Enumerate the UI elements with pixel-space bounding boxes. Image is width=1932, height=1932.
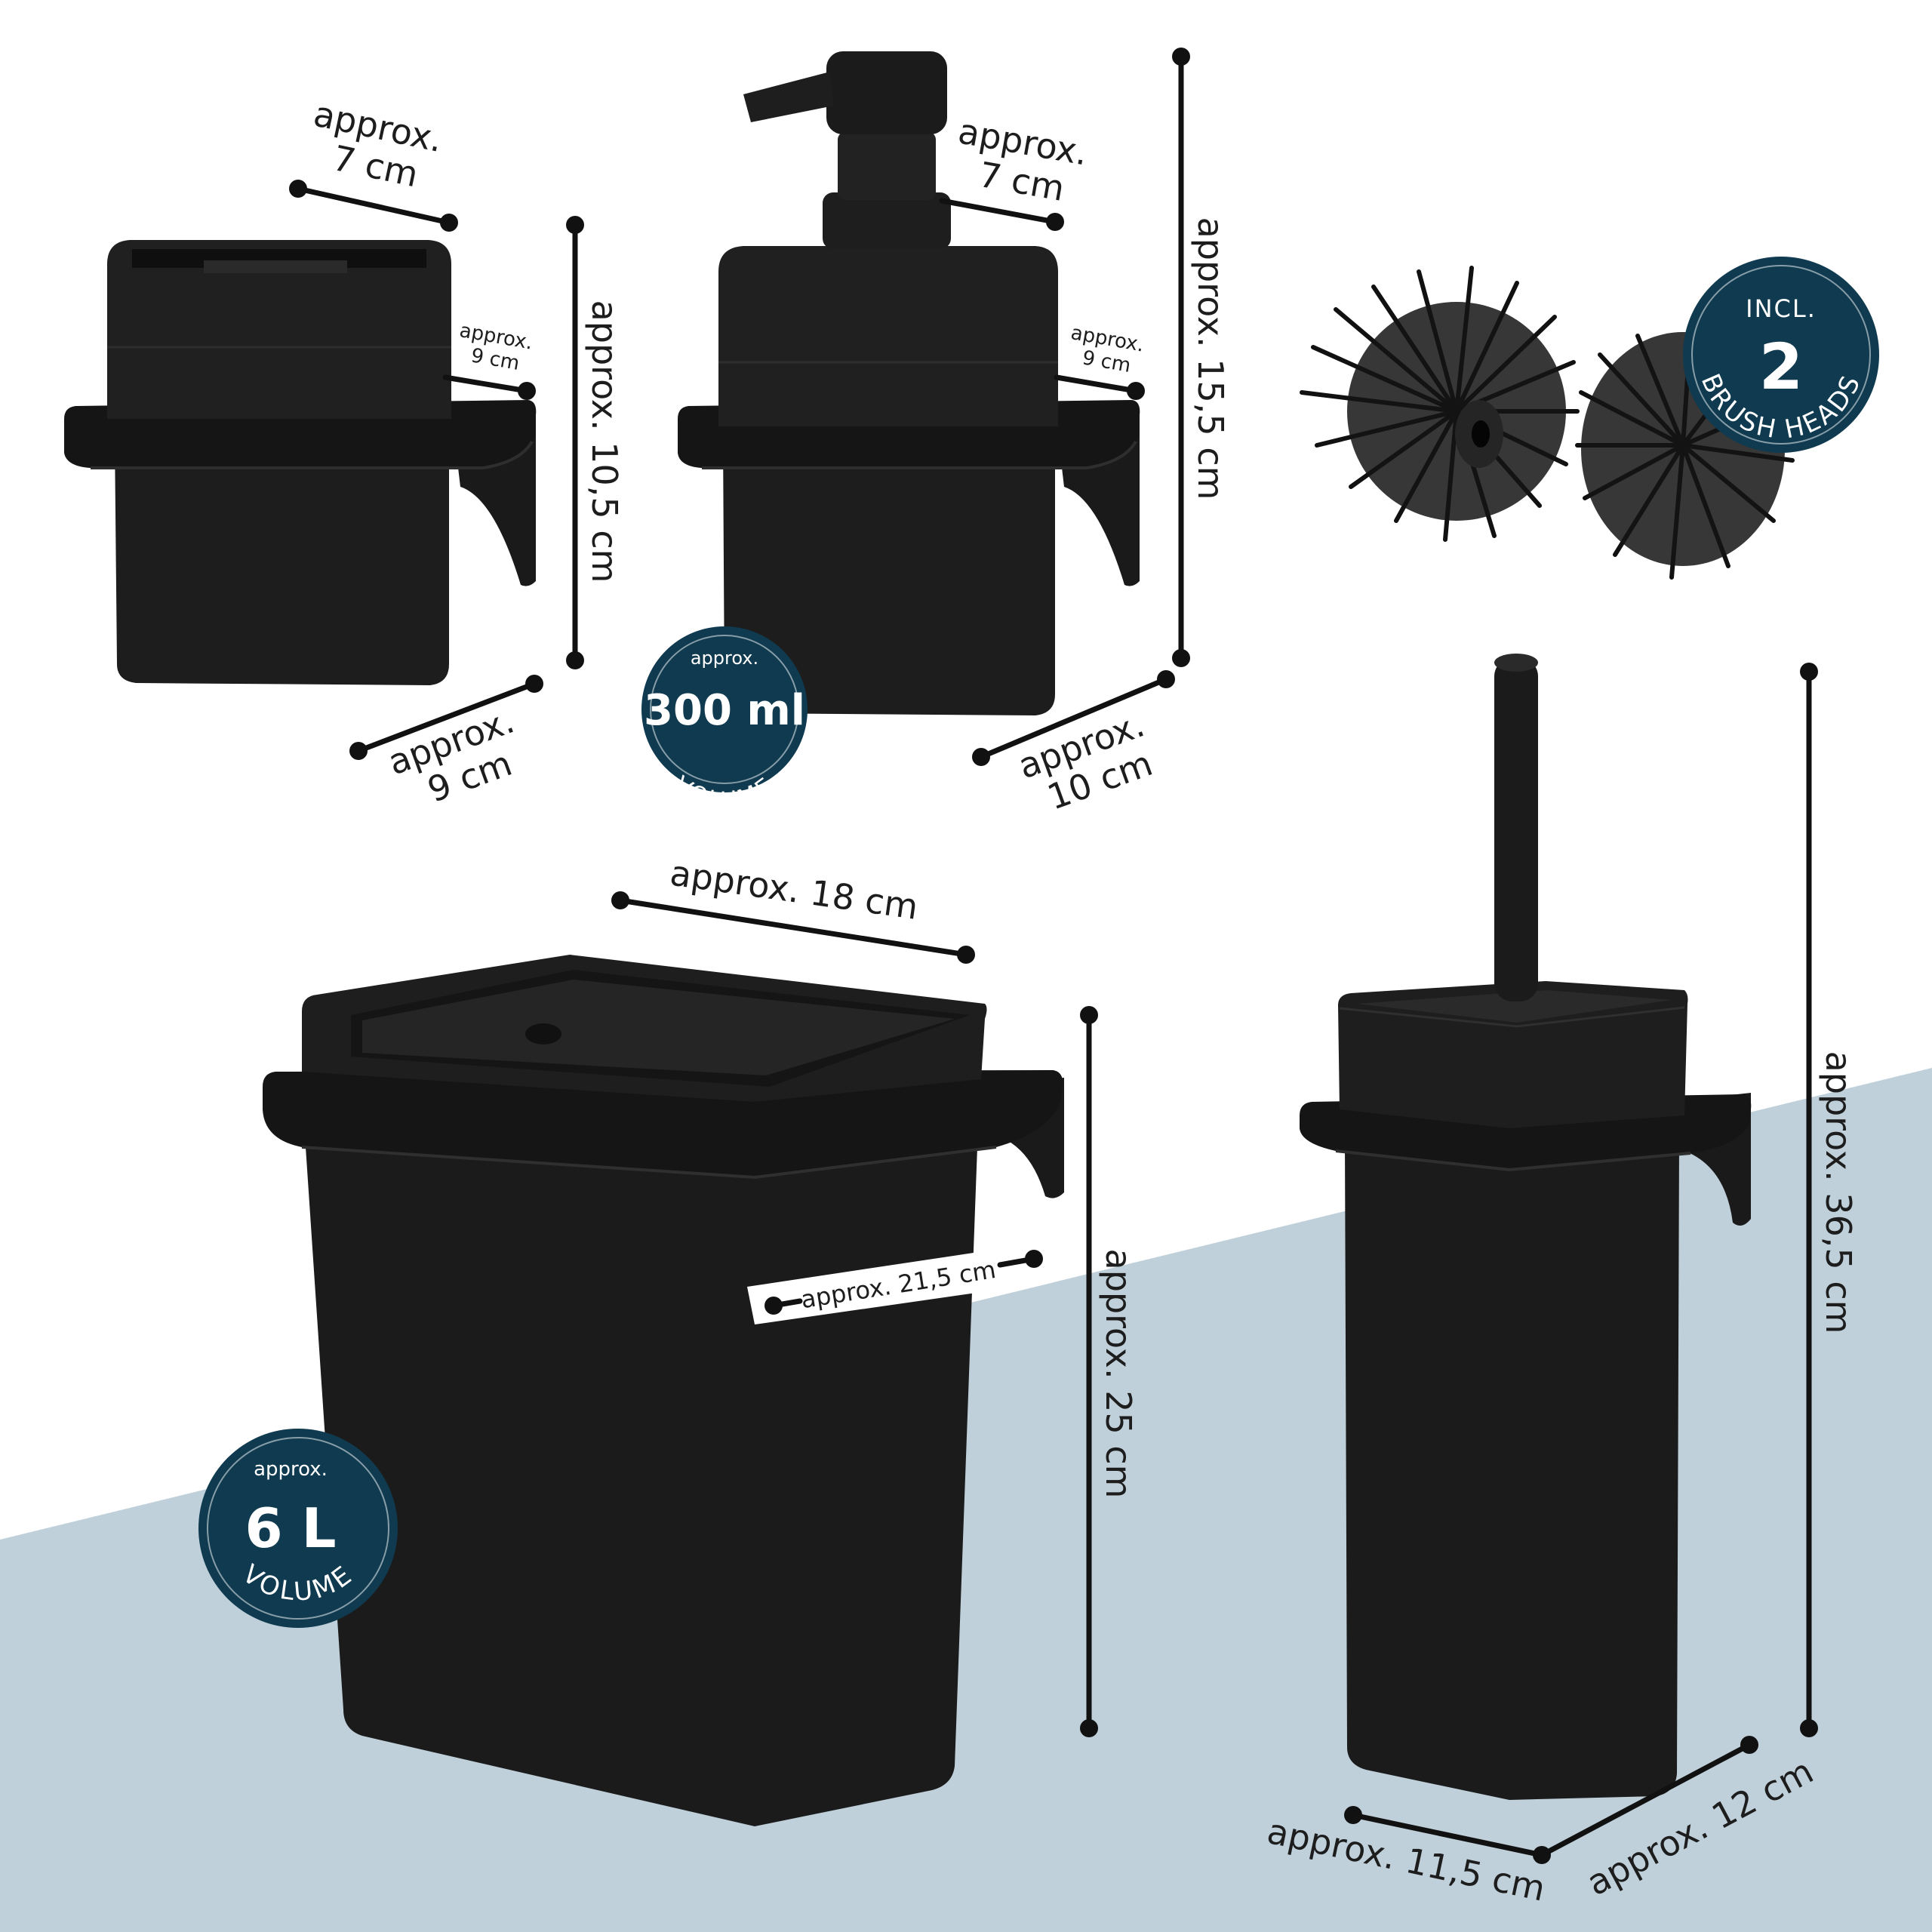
bin-height-label: approx. 25 cm xyxy=(1098,1249,1139,1499)
dispenser-height-label: approx. 15,5 cm xyxy=(1190,217,1231,500)
tumbler-height-label: approx. 10,5 cm xyxy=(584,300,625,583)
dispenser-width-top-dimension: approx. 7 cm xyxy=(939,110,1102,231)
bin-height-dimension: approx. 25 cm xyxy=(1080,1006,1139,1737)
soap-dispenser-product xyxy=(678,51,1140,715)
bin-width-dimension: approx. 18 cm xyxy=(611,852,975,964)
tumbler-product xyxy=(64,240,537,685)
waste-bin-product xyxy=(263,955,1064,1826)
toilet-brush-product xyxy=(1300,654,1752,1800)
dispenser-volume-badge: approx. 300 ml VOLUME xyxy=(641,626,808,814)
brush-head-left xyxy=(1300,266,1580,542)
bin-volume-badge: approx. 6 L VOLUME xyxy=(198,1429,398,1628)
bin-badge-value: 6 L xyxy=(245,1497,336,1560)
dispenser-badge-top: approx. xyxy=(691,648,758,669)
dispenser-badge-value: 300 ml xyxy=(644,686,805,735)
svg-text:approx. 9 cm: approx. 9 cm xyxy=(454,319,540,378)
brush-badge-value: 2 xyxy=(1759,330,1803,404)
svg-text:approx. 7 cm: approx. 7 cm xyxy=(302,93,457,201)
tumbler-height-dimension: approx. 10,5 cm xyxy=(566,216,625,669)
tumbler-width-top-dimension: approx. 7 cm xyxy=(289,93,458,232)
dispenser-depth-dimension: approx. 9 cm xyxy=(1054,321,1152,400)
svg-text:approx. 10 cm: approx. 10 cm xyxy=(1013,700,1174,823)
tumbler-width-front-dimension: approx. 9 cm xyxy=(349,675,543,820)
brush-badge-top: INCL. xyxy=(1746,294,1817,323)
bin-badge-top: approx. xyxy=(254,1458,328,1481)
dispenser-height-dimension: approx. 15,5 cm xyxy=(1172,48,1231,667)
toilet-brush-height-dimension: approx. 36,5 cm xyxy=(1800,663,1859,1737)
tumbler-depth-dimension: approx. 9 cm xyxy=(442,319,540,400)
brush-heads-badge: INCL. 2 BRUSH HEADS xyxy=(1683,257,1879,453)
svg-text:approx. 9 cm: approx. 9 cm xyxy=(1065,321,1152,380)
toilet-brush-height-label: approx. 36,5 cm xyxy=(1818,1051,1859,1334)
svg-text:approx. 7 cm: approx. 7 cm xyxy=(949,110,1102,214)
svg-text:approx. 9 cm: approx. 9 cm xyxy=(383,696,543,820)
